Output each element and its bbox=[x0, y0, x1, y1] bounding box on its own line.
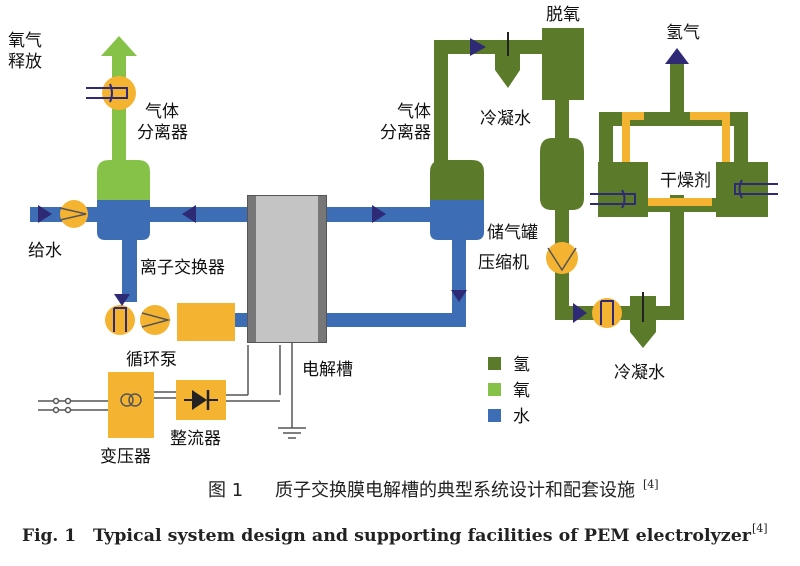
label-condensate-top: 冷凝水 bbox=[480, 109, 531, 129]
diagram-labels: 氧气 释放 气体 分离器 给水 离子交换器 循环泵 电解槽 变压器 整流器 气体… bbox=[8, 5, 711, 467]
dryer-vessel-left bbox=[590, 162, 648, 217]
label-gas-separator-right-1: 气体 bbox=[397, 102, 431, 122]
electrical-wiring bbox=[38, 342, 306, 439]
arrow-to-exchanger bbox=[573, 303, 587, 323]
flow-arrows bbox=[38, 38, 689, 323]
label-gas-storage-tank: 储气罐 bbox=[487, 223, 538, 243]
label-circulation-pump: 循环泵 bbox=[126, 350, 177, 370]
water-heat-exchanger bbox=[105, 305, 135, 335]
label-feed-water: 给水 bbox=[28, 241, 62, 261]
condensate-trap-top bbox=[495, 32, 520, 88]
label-rectifier: 整流器 bbox=[170, 429, 221, 449]
arrow-to-separator bbox=[372, 205, 386, 223]
compressor-icon bbox=[546, 242, 578, 274]
deoxygenation-vessel bbox=[542, 28, 584, 100]
dryer-connectors bbox=[622, 112, 730, 206]
caption-cn-ref: [4] bbox=[643, 478, 659, 491]
ion-exchanger-box bbox=[177, 303, 235, 341]
label-condensate-bottom: 冷凝水 bbox=[614, 363, 665, 383]
circulation-pump-icon bbox=[140, 305, 171, 335]
figure-caption: 图 1 质子交换膜电解槽的典型系统设计和配套设施 [4] Fig. 1 Typi… bbox=[22, 478, 768, 546]
legend-swatch-hydrogen bbox=[488, 357, 501, 370]
electrolyzer-stack bbox=[247, 195, 327, 343]
rectifier-box bbox=[176, 380, 226, 420]
gas-storage-tank bbox=[540, 138, 584, 210]
legend-label-oxygen: 氧 bbox=[513, 381, 530, 401]
arrow-down-left bbox=[114, 294, 130, 306]
label-hydrogen-out: 氢气 bbox=[666, 23, 700, 43]
arrow-down-right bbox=[451, 290, 467, 302]
label-gas-separator-right-2: 分离器 bbox=[380, 123, 431, 143]
arrow-hydrogen-out bbox=[665, 48, 689, 64]
caption-cn-text: 质子交换膜电解槽的典型系统设计和配套设施 bbox=[275, 480, 635, 501]
switch-icons bbox=[52, 397, 72, 414]
label-transformer: 变压器 bbox=[100, 447, 151, 467]
gas-separator-right bbox=[430, 160, 484, 240]
label-deoxygenation: 脱氧 bbox=[546, 5, 580, 25]
arrow-return-1 bbox=[182, 205, 196, 223]
dryer-vessel-right bbox=[716, 162, 778, 217]
label-ion-exchanger: 离子交换器 bbox=[140, 258, 225, 278]
label-oxygen-release-1: 氧气 bbox=[8, 31, 42, 51]
label-dryer: 干燥剂 bbox=[660, 171, 711, 191]
arrow-to-deox bbox=[470, 38, 486, 56]
legend-label-water: 水 bbox=[513, 407, 530, 427]
label-electrolyzer: 电解槽 bbox=[302, 360, 353, 380]
label-oxygen-release-2: 释放 bbox=[8, 52, 42, 72]
caption-cn-number: 图 1 bbox=[208, 480, 243, 501]
label-gas-separator-left-2: 分离器 bbox=[137, 123, 188, 143]
caption-en-ref: [4] bbox=[752, 522, 768, 535]
arrow-feed-in bbox=[38, 205, 52, 223]
oxygen-heat-exchanger bbox=[86, 76, 136, 110]
gas-separator-left bbox=[97, 160, 150, 240]
transformer-box bbox=[108, 372, 154, 438]
caption-en-number: Fig. 1 bbox=[22, 526, 76, 546]
legend-label-hydrogen: 氢 bbox=[513, 355, 530, 375]
condensate-trap-bottom bbox=[630, 292, 656, 348]
label-compressor: 压缩机 bbox=[478, 253, 529, 273]
legend-swatch-water bbox=[488, 409, 501, 422]
legend-swatch-oxygen bbox=[488, 383, 501, 396]
label-gas-separator-left-1: 气体 bbox=[145, 102, 179, 122]
caption-en-text: Typical system design and supporting fac… bbox=[93, 526, 752, 546]
feed-pump-icon bbox=[59, 200, 88, 228]
hydrogen-heat-exchanger bbox=[592, 298, 622, 328]
legend: 氢 氧 水 bbox=[488, 355, 530, 427]
